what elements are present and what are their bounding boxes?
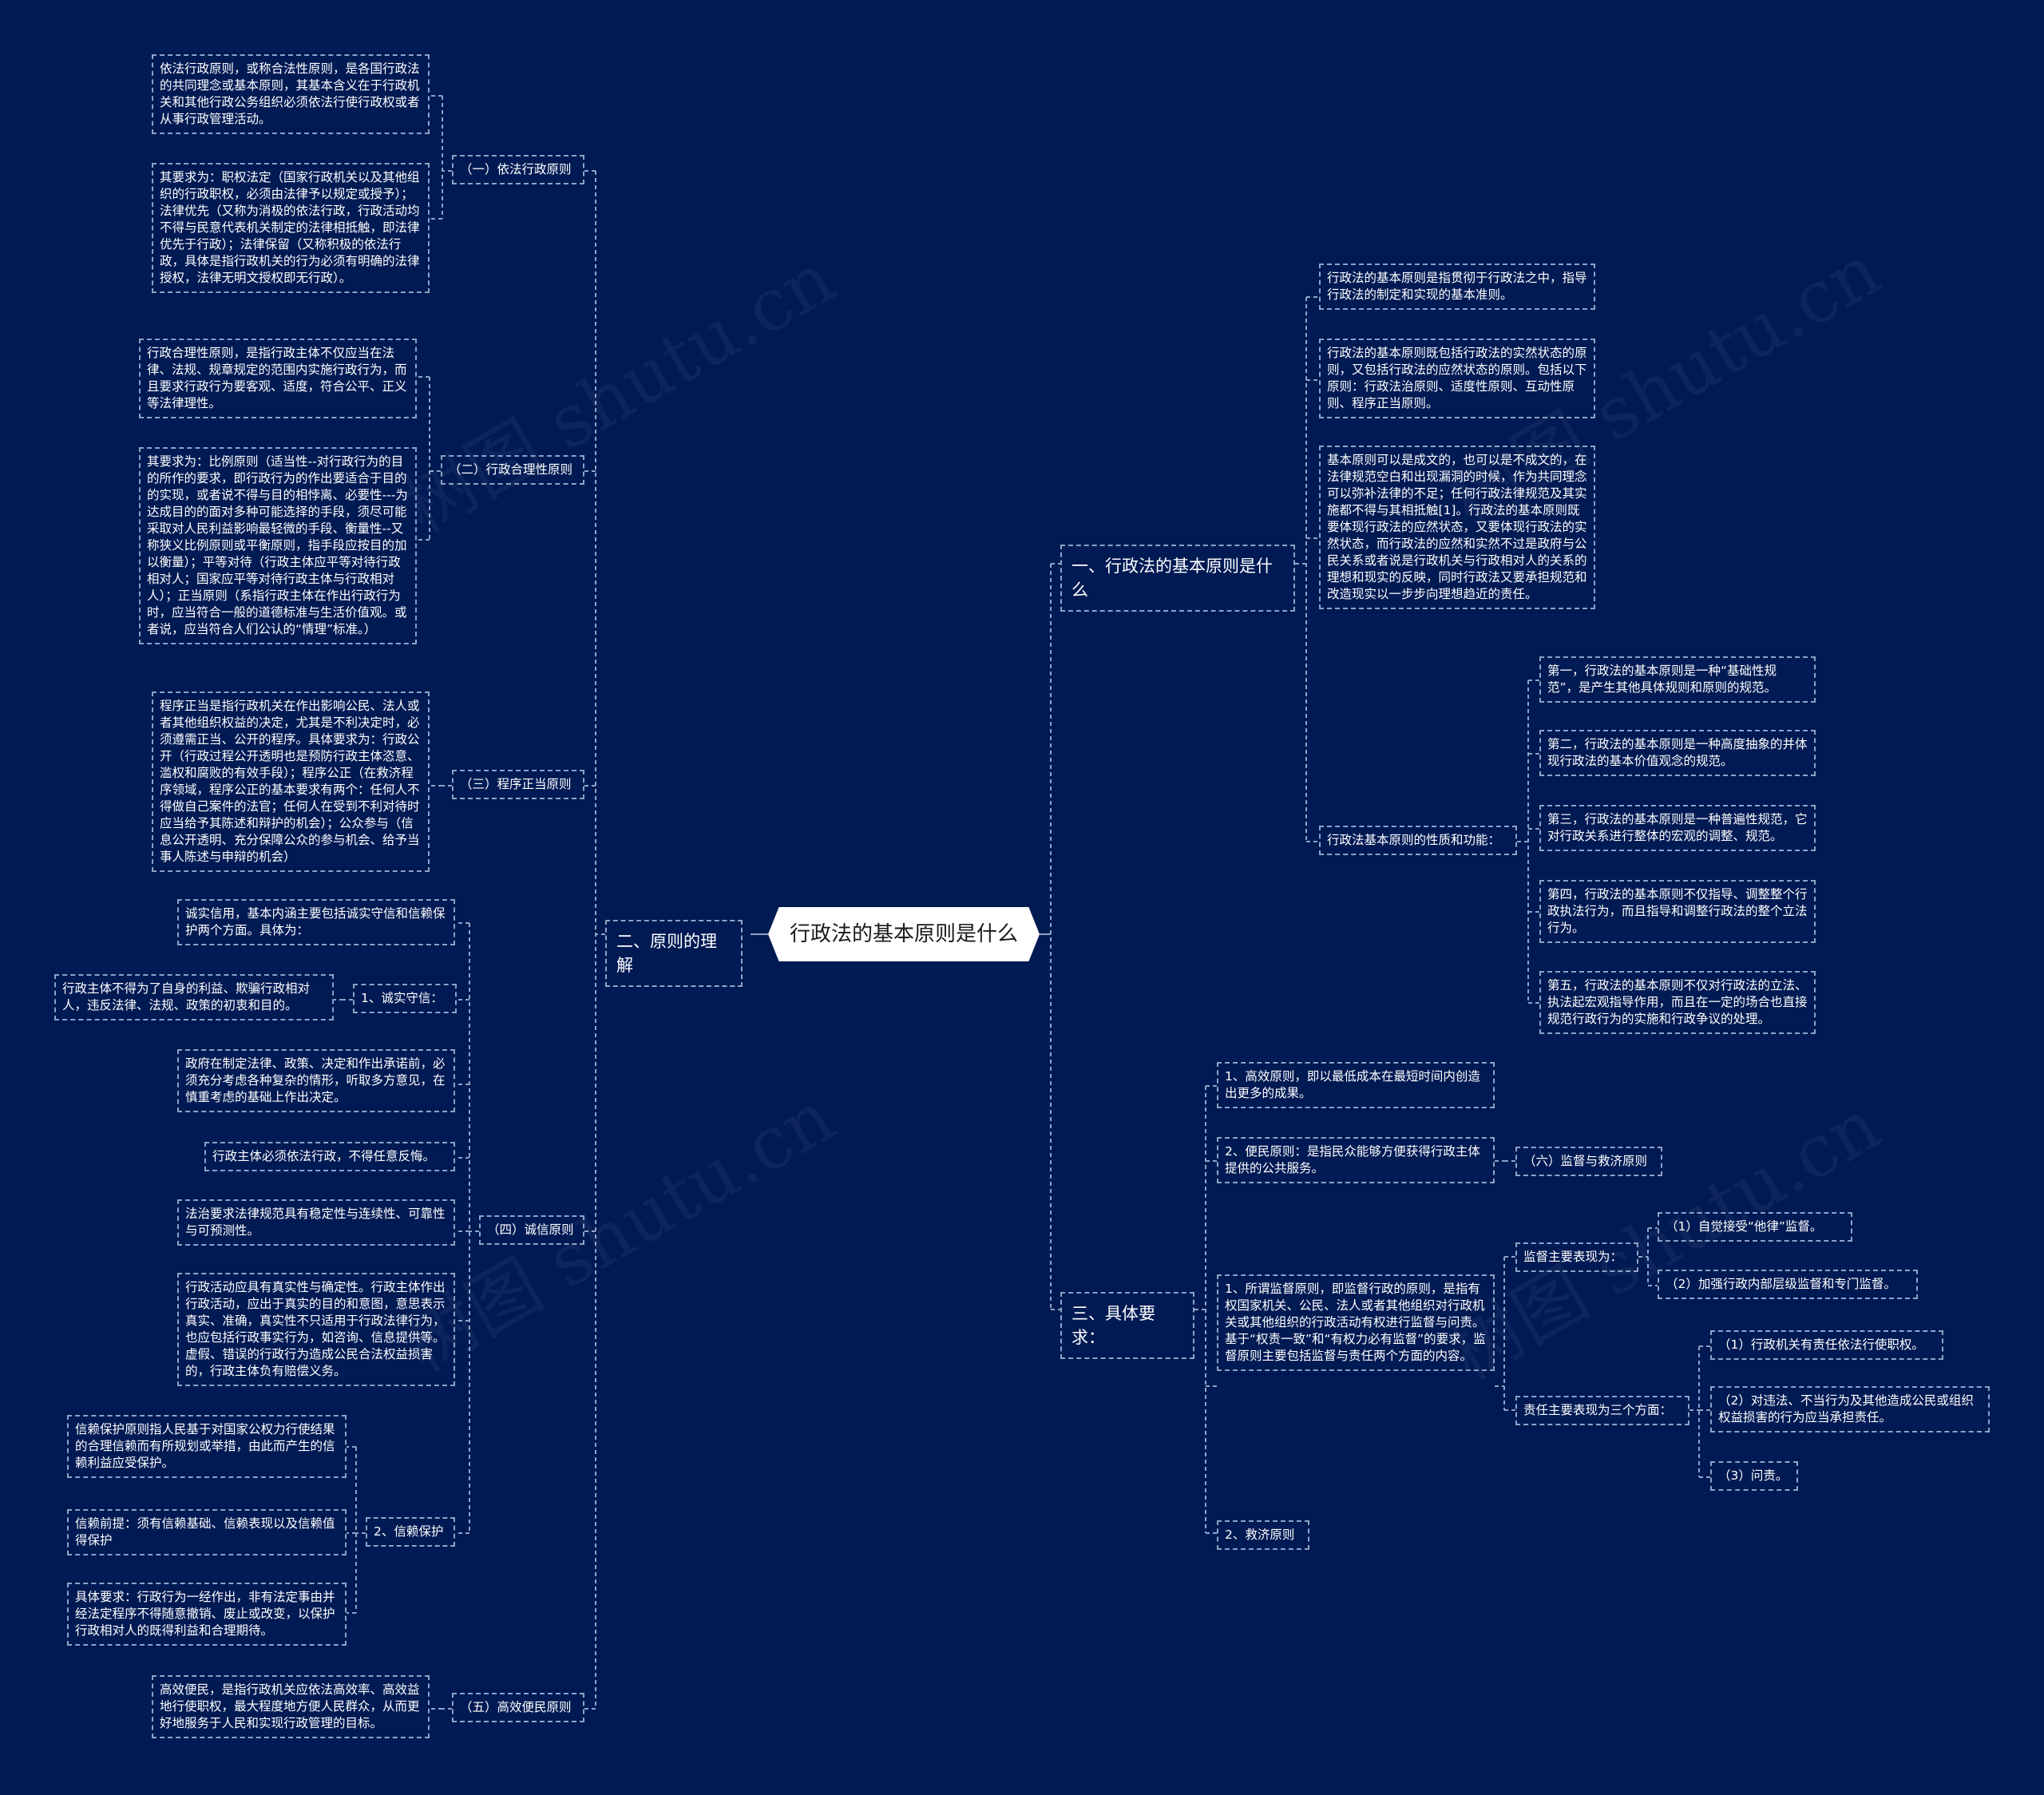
responsibility-item: （2）对违法、不当行为及其他造成公民或组织权益损害的行为应当承担责任。 xyxy=(1710,1386,1990,1432)
honesty-label[interactable]: 1、诚实守信： xyxy=(353,984,457,1013)
lawful-admin-requirements: 其要求为：职权法定（国家行政机关以及其他组织的行政职权，必须由法律予以规定或授予… xyxy=(152,163,430,293)
nature-item: 第三，行政法的基本原则是一种普遍性规范，它对行政关系进行整体的宏观的调整、规范。 xyxy=(1539,805,1816,851)
definition-text: 行政法的基本原则是指贯彻于行政法之中，指导行政法的制定和实现的基本准则。 xyxy=(1319,264,1595,310)
honesty-item: 行政主体不得为了自身的利益、欺骗行政相对人，违反法律、法规、政策的初衷和目的。 xyxy=(54,974,334,1020)
nature-item: 第五，行政法的基本原则不仅对行政法的立法、执法起宏观指导作用，而且在一定的场合也… xyxy=(1539,971,1816,1034)
branch-specific-requirements[interactable]: 三、具体要求： xyxy=(1060,1292,1194,1359)
government-decision-text: 政府在制定法律、政策、决定和作出承诺前，必须充分考虑各种复杂的情形，听取多方意见… xyxy=(177,1049,455,1112)
relief-principle: 2、救济原则 xyxy=(1217,1520,1309,1550)
nature-item: 第四，行政法的基本原则不仅指导、调整整个行政执法行为，而且指导和调整行政法的整个… xyxy=(1539,880,1816,943)
scope-text: 行政法的基本原则既包括行政法的实然状态的原则，又包括行政法的应然状态的原则。包括… xyxy=(1319,339,1595,418)
due-process-text: 程序正当是指行政机关在作出影响公民、法人或者其他组织权益的决定，尤其是不利决定时… xyxy=(152,691,430,872)
efficiency-convenience-text: 高效便民，是指行政机关应依法高效率、高效益地行使职权，最大程度地方便人民群众，从… xyxy=(152,1675,430,1738)
efficiency-convenience-label[interactable]: （五）高效便民原则 xyxy=(452,1693,584,1722)
supervision-principle: 1、所谓监督原则，即监督行政的原则，是指有权国家机关、公民、法人或者其他组织对行… xyxy=(1217,1274,1495,1371)
reasonableness-requirements: 其要求为：比例原则（适当性--对行政行为的目的所作的要求，即行政行为的作出要适合… xyxy=(139,447,417,644)
stability-text: 法治要求法律规范具有稳定性与连续性、可靠性与可预测性。 xyxy=(177,1199,455,1246)
nature-item: 第一，行政法的基本原则是一种“基础性规范”，是产生其他具体规则和原则的规范。 xyxy=(1539,656,1816,703)
reasonableness-definition: 行政合理性原则，是指行政主体不仅应当在法律、法规、规章规定的范围内实施行政行为，… xyxy=(139,339,417,418)
responsibility-label[interactable]: 责任主要表现为三个方面： xyxy=(1515,1396,1689,1425)
trust-requirement: 具体要求：行政行为一经作出，非有法定事由并经法定程序不得随意撤销、废止或改变，以… xyxy=(67,1583,347,1646)
good-faith-label[interactable]: （四）诚信原则 xyxy=(479,1215,584,1245)
efficiency-principle: 1、高效原则，即以最低成本在最短时间内创造出更多的成果。 xyxy=(1217,1062,1495,1108)
branch-basic-principles[interactable]: 一、行政法的基本原则是什么 xyxy=(1060,545,1295,612)
responsibility-item: （3）问责。 xyxy=(1710,1461,1798,1491)
written-unwritten-text: 基本原则可以是成文的，也可以是不成文的，在法律规范空白和出现漏洞的时候，作为共同… xyxy=(1319,446,1595,609)
trust-protection-label[interactable]: 2、信赖保护 xyxy=(366,1517,455,1547)
responsibility-item: （1）行政机关有责任依法行使职权。 xyxy=(1710,1330,1943,1360)
reasonableness-label[interactable]: （二）行政合理性原则 xyxy=(441,455,584,485)
supervision-item: （2）加强行政内部层级监督和专门监督。 xyxy=(1658,1270,1918,1299)
supervision-item: （1）自觉接受“他律”监督。 xyxy=(1658,1212,1852,1242)
lawful-admin-definition: 依法行政原则，或称合法性原则，是各国行政法的共同理念或基本原则，其基本含义在于行… xyxy=(152,54,430,134)
trust-premise: 信赖前提：须有信赖基础、信赖表现以及信赖值得保护 xyxy=(67,1509,347,1555)
branch-understanding[interactable]: 二、原则的理解 xyxy=(605,920,743,987)
nature-item: 第二，行政法的基本原则是一种高度抽象的并体现行政法的基本价值观念的规范。 xyxy=(1539,730,1816,776)
no-arbitrary-retraction-text: 行政主体必须依法行政，不得任意反悔。 xyxy=(204,1142,455,1171)
trust-definition: 信赖保护原则指人民基于对国家公权力行使结果的合理信赖而有所规划或举措，由此而产生… xyxy=(67,1415,347,1478)
authenticity-text: 行政活动应具有真实性与确定性。行政主体作出行政活动，应出于真实的目的和意图，意思… xyxy=(177,1273,455,1386)
supervision-relief-principle[interactable]: （六）监督与救济原则 xyxy=(1515,1147,1662,1176)
supervision-label[interactable]: 监督主要表现为： xyxy=(1515,1242,1638,1272)
root-topic[interactable]: 行政法的基本原则是什么 xyxy=(768,907,1040,961)
good-faith-intro: 诚实信用，基本内涵主要包括诚实守信和信赖保护两个方面。具体为： xyxy=(177,899,455,945)
due-process-label[interactable]: （三）程序正当原则 xyxy=(452,770,584,799)
lawful-administration-label[interactable]: （一）依法行政原则 xyxy=(452,155,584,184)
convenience-principle: 2、便民原则：是指民众能够方便获得行政主体提供的公共服务。 xyxy=(1217,1137,1495,1183)
nature-function-label[interactable]: 行政法基本原则的性质和功能： xyxy=(1319,826,1517,855)
